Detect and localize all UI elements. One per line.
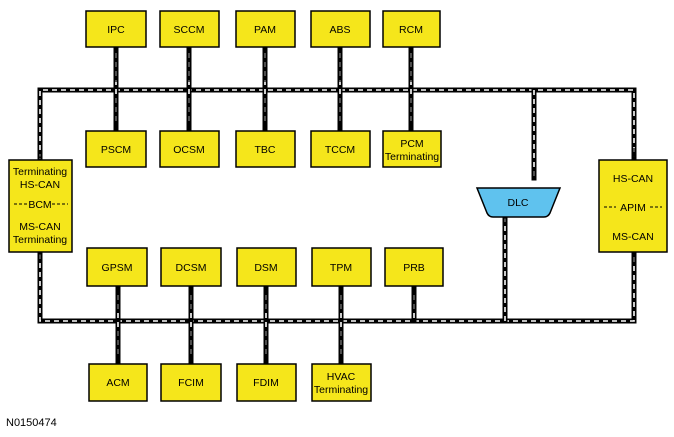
module-rcm-label: RCM <box>399 24 423 36</box>
module-sccm-label: SCCM <box>174 24 205 36</box>
module-tpm-label: TPM <box>330 262 352 274</box>
module-pscm-label: PSCM <box>101 144 131 156</box>
module-pam-label: PAM <box>254 24 276 36</box>
module-hvac: HVAC Terminating <box>311 363 372 402</box>
connection-arrows <box>38 47 636 362</box>
module-gpsm: GPSM <box>86 247 148 287</box>
module-ipc-label: IPC <box>107 24 125 36</box>
dlc-connector: DLC <box>475 187 562 218</box>
module-dsm-label: DSM <box>254 262 277 274</box>
module-dcsm: DCSM <box>160 247 222 287</box>
module-fcim: FCIM <box>160 363 222 402</box>
module-pcm-label: PCM <box>400 138 423 150</box>
module-ocsm: OCSM <box>159 130 220 168</box>
module-bcm: Terminating HS-CAN BCM MS-CAN Terminatin… <box>8 159 73 253</box>
module-rcm: RCM <box>382 10 441 48</box>
apim-ms-can-label: MS-CAN <box>612 231 653 243</box>
module-sccm: SCCM <box>159 10 220 48</box>
module-tpm: TPM <box>311 247 372 287</box>
module-abs-label: ABS <box>329 24 350 36</box>
bcm-ms-can-label: MS-CAN <box>19 221 60 233</box>
module-apim: HS-CAN APIM MS-CAN <box>598 159 668 253</box>
module-pcm-terminating-label: Terminating <box>385 151 439 163</box>
module-dsm: DSM <box>236 247 297 287</box>
module-fdim: FDIM <box>236 363 297 402</box>
module-tbc: TBC <box>235 130 296 168</box>
module-tccm-label: TCCM <box>325 144 355 156</box>
module-pam: PAM <box>235 10 296 48</box>
module-pscm: PSCM <box>85 130 147 168</box>
apim-label: APIM <box>620 202 646 214</box>
module-prb: PRB <box>384 247 444 287</box>
dlc-label: DLC <box>507 197 528 209</box>
module-fcim-label: FCIM <box>178 377 204 389</box>
apim-hs-can-label: HS-CAN <box>613 173 653 185</box>
module-abs: ABS <box>310 10 371 48</box>
bcm-label: BCM <box>28 199 51 211</box>
bcm-terminating-top-label: Terminating <box>13 166 67 178</box>
module-gpsm-label: GPSM <box>102 262 133 274</box>
module-ocsm-label: OCSM <box>173 144 205 156</box>
module-acm: ACM <box>88 363 148 402</box>
module-hvac-label: HVAC <box>327 371 356 383</box>
module-tbc-label: TBC <box>255 144 276 156</box>
module-acm-label: ACM <box>106 377 129 389</box>
figure-number: N0150474 <box>6 417 57 429</box>
module-prb-label: PRB <box>403 262 425 274</box>
module-fdim-label: FDIM <box>253 377 279 389</box>
ms-can-bus <box>37 215 637 364</box>
bcm-terminating-bottom-label: Terminating <box>13 234 67 246</box>
module-hvac-terminating-label: Terminating <box>314 384 368 396</box>
module-tccm: TCCM <box>310 130 371 168</box>
module-pcm: PCM Terminating <box>382 130 442 168</box>
module-ipc: IPC <box>85 10 147 48</box>
bcm-hs-can-label: HS-CAN <box>20 179 60 191</box>
module-dcsm-label: DCSM <box>176 262 207 274</box>
